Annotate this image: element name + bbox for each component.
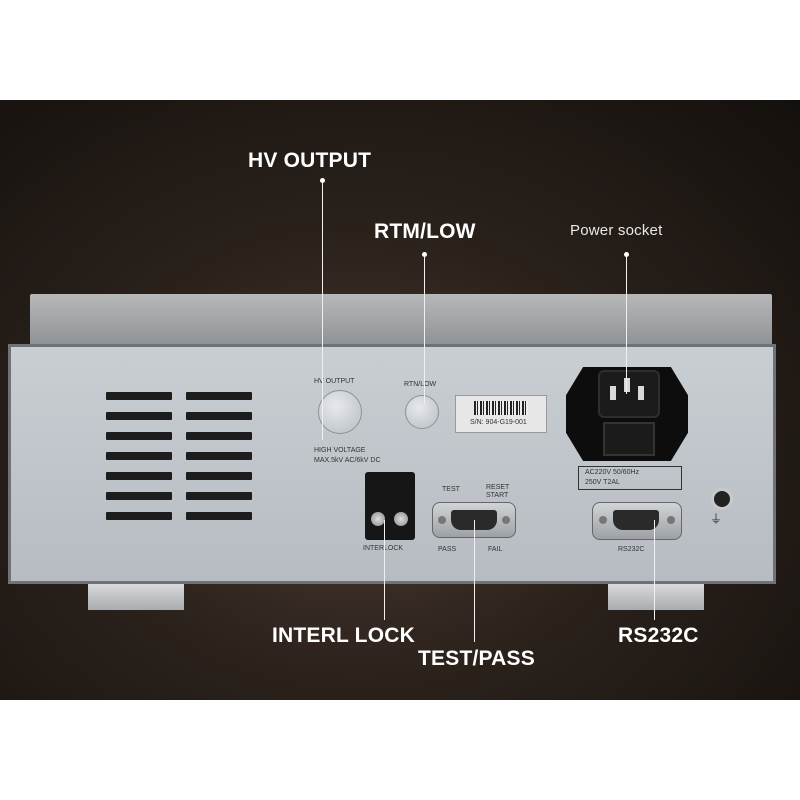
panel-high-voltage-label: HIGH VOLTAGE (314, 447, 366, 454)
hv-output-callout-line (322, 180, 323, 440)
callout-rtm-low: RTM/LOW (374, 220, 476, 243)
power-socket-callout-dot (624, 252, 629, 257)
hv-output-callout-dot (320, 178, 325, 183)
panel-interlock-label: INTERLOCK (363, 545, 403, 552)
device-foot-left (88, 584, 184, 610)
callout-test-pass: TEST/PASS (418, 647, 535, 670)
barcode (474, 401, 528, 415)
callout-rs232c: RS232C (618, 624, 699, 647)
rtm-low-callout-line (424, 254, 425, 404)
rtm-low-port (405, 395, 439, 429)
panel-rtm-low-label: RTN/LOW (404, 381, 437, 388)
ground-terminal (711, 488, 733, 510)
rs232c-db9-connector (592, 502, 682, 540)
rtm-low-callout-dot (422, 252, 427, 257)
callout-power-socket: Power socket (570, 222, 663, 239)
panel-hv-output-label: HV OUTPUT (314, 378, 355, 385)
panel-start-label: START (486, 492, 509, 499)
callout-hv-output: HV OUTPUT (248, 149, 372, 172)
panel-max-voltage-label: MAX.5kV AC/6kV DC (314, 457, 381, 464)
power-socket-callout-line (626, 254, 627, 394)
callout-interl-lock: INTERL LOCK (272, 624, 415, 647)
power-socket (598, 370, 660, 418)
interlock-terminal-block (365, 472, 415, 540)
fuse-holder (603, 422, 655, 456)
rating-fuse-text: 250V T2AL (585, 479, 620, 486)
panel-rs232c-label: RS232C (618, 546, 645, 553)
serial-number-plate: S/N: 904-G19-001 (455, 395, 547, 433)
serial-number-text: S/N: 904-G19-001 (470, 419, 527, 426)
rs232c-callout-line (654, 520, 655, 620)
panel-reset-label: RESET (486, 484, 510, 491)
device-top-cover (30, 294, 772, 350)
panel-pass-label: PASS (438, 546, 457, 553)
rating-ac-text: AC220V 50/60Hz (585, 469, 640, 476)
panel-fail-label: FAIL (488, 546, 503, 553)
test-pass-callout-line (474, 520, 475, 642)
interl-lock-callout-line (384, 520, 385, 620)
ground-icon: ⏚ (710, 512, 723, 526)
panel-test-label: TEST (442, 486, 460, 493)
hv-output-port (318, 390, 362, 434)
power-rating-label: AC220V 50/60Hz 250V T2AL (578, 466, 682, 490)
device-foot-right (608, 584, 704, 610)
